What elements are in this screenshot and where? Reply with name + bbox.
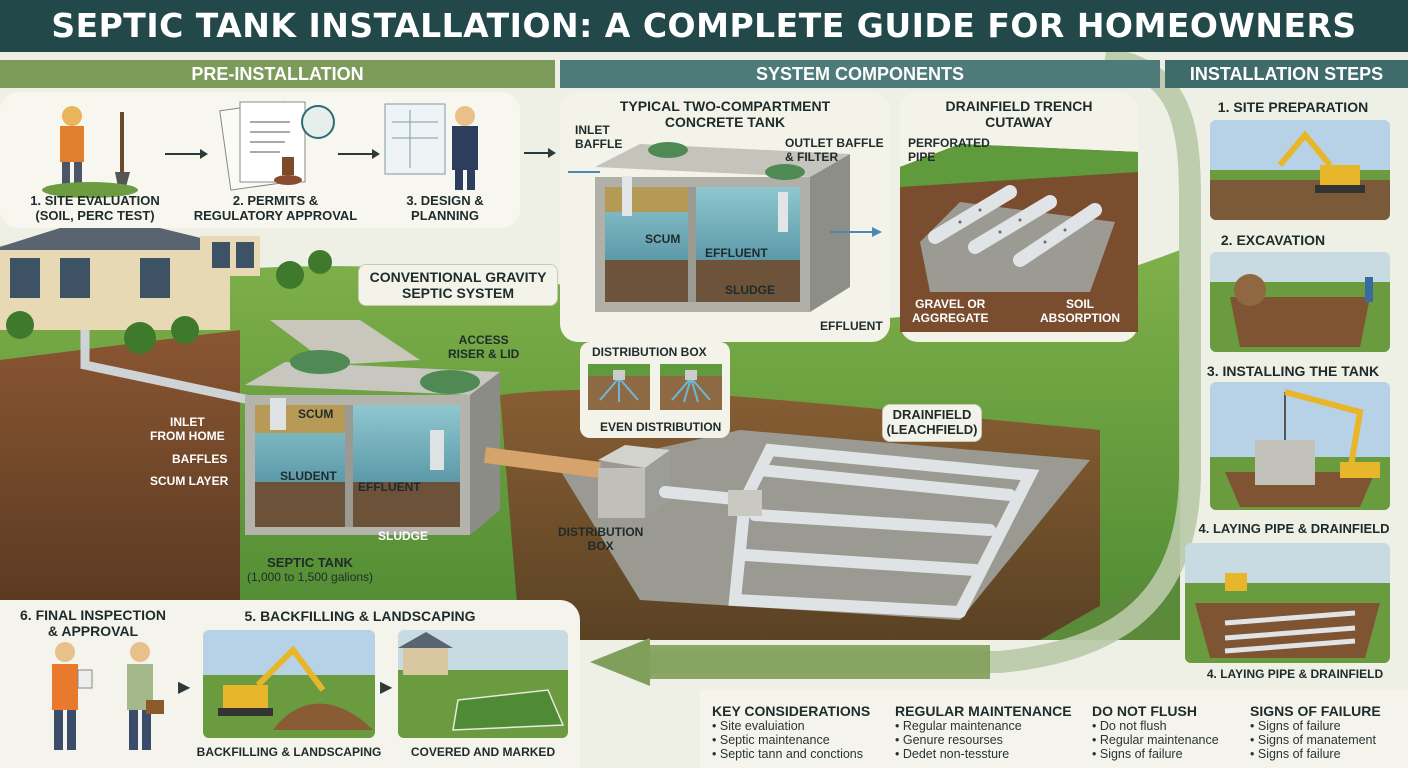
- pre-step-2-label: 2. PERMITS & REGULATORY APPROVAL: [193, 193, 358, 223]
- even-distribution-label: EVEN DISTRIBUTION: [600, 420, 722, 434]
- trench-soil-label: SOIL ABSORPTION: [1040, 297, 1121, 325]
- system-title-pill: CONVENTIONAL GRAVITY SEPTIC SYSTEM: [358, 264, 558, 307]
- step-1-photo: [1210, 120, 1390, 220]
- list-item: • Signs of failure: [1092, 747, 1183, 761]
- band-installation-steps-label: INSTALLATION STEPS: [1189, 64, 1384, 84]
- access-riser-label: ACCESS RISER & LID: [448, 333, 520, 361]
- site-worker-icon: [42, 106, 138, 198]
- list-signs-of-failure: SIGNS OF FAILURE • Signs of failure • Si…: [1250, 703, 1400, 761]
- main-effluent-label: EFFLUENT: [358, 480, 421, 494]
- tank-cutaway-illustration: [568, 142, 882, 312]
- tank-scum-label: SCUM: [645, 232, 681, 246]
- main-sludent-label: SLUDENT: [280, 469, 337, 483]
- tank-effluent-label: EFFLUENT: [705, 246, 768, 260]
- inspectors-icon: [52, 642, 164, 750]
- list-item: • Septic maintenance: [712, 733, 830, 747]
- tank-detail-title: TYPICAL TWO-COMPARTMENT CONCRETE TANK: [619, 98, 831, 131]
- page-title: SEPTIC TANK INSTALLATION: A COMPLETE GUI…: [51, 6, 1357, 45]
- scum-layer-label: SCUM LAYER: [150, 474, 229, 488]
- band-system-components-label: SYSTEM COMPONENTS: [755, 64, 965, 84]
- excavation-icon: [1210, 252, 1390, 352]
- list-head: REGULAR MAINTENANCE: [895, 703, 1072, 719]
- trench-cutaway-illustration: [900, 144, 1138, 332]
- backfill-caption: BACKFILLING & LANDSCAPING: [196, 745, 382, 759]
- pipe-laying-icon: [1185, 543, 1390, 663]
- trench-title: DRAINFIELD TRENCH CUTAWAY: [945, 98, 1093, 131]
- main-scum-label: SCUM: [298, 407, 334, 421]
- step-4-photo: [1185, 543, 1390, 663]
- drainfield-label: DRAINFIELD (LEACHFIELD): [882, 404, 982, 442]
- step-2-photo: [1210, 252, 1390, 352]
- dbox-inset-title: DISTRIBUTION BOX: [592, 345, 707, 359]
- list-item: • Regular maintenance: [895, 719, 1022, 733]
- list-head: KEY CONSIDERATIONS: [712, 703, 871, 719]
- arrow-icon: ▶: [178, 679, 191, 696]
- list-item: • Genure resourses: [895, 733, 1003, 747]
- distribution-box-label: DISTRIBUTION BOX: [558, 525, 644, 553]
- pre-step-1-label: 1. SITE EVALUATION (SOIL, PERC TEST): [30, 193, 160, 223]
- band-installation-steps: INSTALLATION STEPS: [1165, 60, 1408, 88]
- list-item: • Do not flush: [1092, 719, 1167, 733]
- permit-documents-icon: [219, 101, 335, 191]
- inlet-from-home-label: INLET FROM HOME: [150, 415, 225, 443]
- house-illustration: [0, 228, 260, 330]
- backfill-photo: [203, 630, 375, 738]
- tank-sludge-label: SLUDGE: [725, 283, 776, 297]
- list-item: • Septic tann and conctions: [712, 747, 864, 761]
- tank-inlet-label: INLET BAFFLE: [575, 123, 623, 151]
- list-do-not-flush: DO NOT FLUSH • Do not flush • Regular ma…: [1092, 703, 1242, 761]
- pre-installation-icons: [42, 101, 478, 198]
- step-3-label: 3. INSTALLING THE TANK: [1206, 363, 1380, 379]
- final-inspection-label: 6. FINAL INSPECTION & APPROVAL: [20, 607, 166, 640]
- trench-pipe-label: PERFORATED PIPE: [908, 136, 990, 164]
- covered-yard-icon: [398, 630, 568, 738]
- list-item: • Signs of manatement: [1250, 733, 1376, 747]
- excavator-icon: [1210, 120, 1390, 220]
- crane-tank-icon: [1210, 382, 1390, 510]
- step-3-photo: [1210, 382, 1390, 510]
- list-item: • Site evaluiation: [712, 719, 805, 733]
- arrow-icon: [524, 148, 556, 158]
- tank-effluent-out-label: EFFLUENT: [820, 319, 883, 333]
- designer-icon: [384, 103, 478, 190]
- pre-step-3-label: 3. DESIGN & PLANNING: [406, 193, 484, 223]
- step-4b-label: 4. LAYING PIPE & DRAINFIELD: [1206, 667, 1384, 681]
- list-item: • Signs of failure: [1250, 747, 1341, 761]
- list-regular-maintenance: REGULAR MAINTENANCE • Regular maintenanc…: [895, 703, 1080, 761]
- baffles-label: BAFFLES: [172, 452, 228, 466]
- covered-caption: COVERED AND MARKED: [410, 745, 556, 759]
- covered-photo: [398, 630, 568, 738]
- list-head: DO NOT FLUSH: [1092, 703, 1197, 719]
- arrow-icon: ▶: [380, 679, 393, 696]
- main-sludge-label: SLUDGE: [378, 529, 429, 543]
- backfill-title: 5. BACKFILLING & LANDSCAPING: [244, 608, 476, 624]
- list-head: SIGNS OF FAILURE: [1250, 703, 1381, 719]
- list-item: • Regular maintenance: [1092, 733, 1219, 747]
- tank-outlet-label: OUTLET BAFFLE & FILTER: [785, 136, 884, 164]
- trench-gravel-label: GRAVEL OR AGGREGATE: [912, 297, 989, 325]
- step-2-label: 2. EXCAVATION: [1220, 232, 1326, 248]
- band-system-components: SYSTEM COMPONENTS: [560, 60, 1160, 88]
- septic-tank-label: SEPTIC TANK (1,000 to 1,500 galions): [246, 555, 374, 584]
- step-4-label: 4. LAYING PIPE & DRAINFIELD: [1198, 521, 1390, 536]
- list-key-considerations: KEY CONSIDERATIONS • Site evaluiation • …: [712, 703, 887, 761]
- band-pre-installation-label: PRE-INSTALLATION: [191, 64, 364, 84]
- list-item: • Dedet non-tessture: [895, 747, 1010, 761]
- band-pre-installation: PRE-INSTALLATION: [0, 60, 555, 88]
- list-item: • Signs of failure: [1250, 719, 1341, 733]
- title-bar: [0, 0, 1408, 52]
- dbox-inset-icons: [588, 364, 722, 410]
- info-lists-panel: [700, 690, 1408, 768]
- step-1-label: 1. SITE PREPARATION: [1217, 99, 1369, 115]
- main-septic-tank: [245, 350, 500, 535]
- backfill-excavator-icon: [203, 630, 375, 738]
